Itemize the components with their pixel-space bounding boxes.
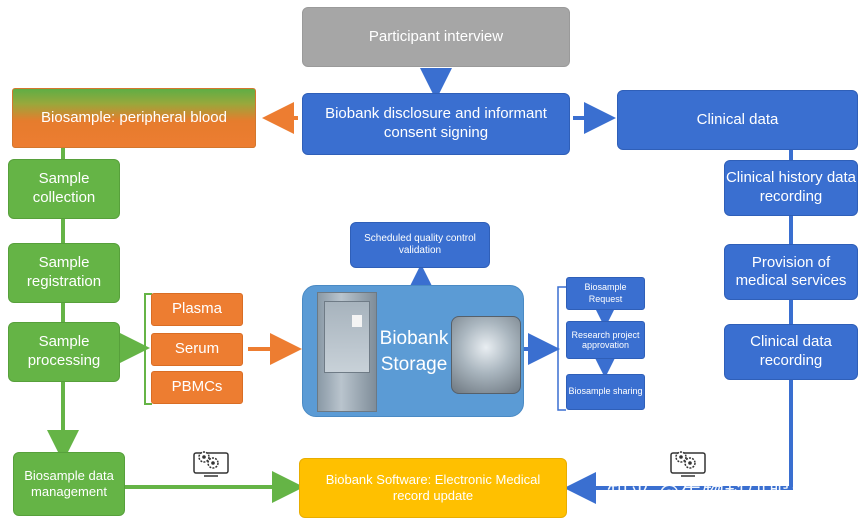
biosample-request-label: Biosample Request [584,282,627,304]
serum-node: Serum [151,333,243,366]
biobank-storage-label: Biobank Storage [379,328,449,375]
sample-registration-label: Sample registration [26,254,102,290]
participant-interview-node: Participant interview [302,7,570,67]
clinical-data-node: Clinical data [617,90,858,150]
biosample-request-node: Biosample Request [566,277,645,310]
line-clinical-to-software [585,380,793,490]
nitrogen-tank-image [451,316,521,394]
biosample-data-management-label: Biosample data management [24,467,114,499]
biobank-disclosure-node: Biobank disclosure and informant consent… [302,93,570,155]
watermark-text: 知乎 @生物科研服务 [607,481,813,505]
freezer-label-sticker [352,315,362,327]
provision-medical-services-node: Provision of medical services [724,244,858,300]
participant-interview-label: Participant interview [368,27,504,45]
serum-label: Serum [174,340,220,358]
scheduled-qc-node: Scheduled quality control validation [350,222,490,268]
plasma-node: Plasma [151,293,243,326]
biosample-sharing-node: Biosample sharing [566,374,645,410]
sharing-bracket [557,286,566,411]
sample-processing-label: Sample processing [27,333,101,369]
sample-registration-node: Sample registration [8,243,120,303]
biobank-software-label: Biobank Software: Electronic Medical rec… [325,471,541,503]
clinical-history-recording-label: Clinical history data recording [725,169,857,205]
sample-collection-node: Sample collection [8,159,120,219]
freezer-door [324,301,370,373]
pbmcs-node: PBMCs [151,371,243,404]
biosample-peripheral-blood-node: Biosample: peripheral blood [12,88,256,148]
plasma-label: Plasma [171,300,223,318]
gear-computer-icon [670,451,706,477]
research-project-approval-label: Research project approvation [571,329,640,350]
provision-medical-services-label: Provision of medical services [735,254,847,289]
biosample-peripheral-blood-label: Biosample: peripheral blood [41,108,227,126]
clinical-data-label: Clinical data [696,110,779,128]
biosample-data-management-node: Biosample data management [13,452,125,516]
products-bracket [144,293,152,405]
gear-computer-icon [193,451,229,477]
sample-processing-node: Sample processing [8,322,120,382]
biobank-software-node: Biobank Software: Electronic Medical rec… [299,458,567,518]
clinical-history-recording-node: Clinical history data recording [724,160,858,216]
clinical-data-recording-node: Clinical data recording [724,324,858,380]
scheduled-qc-label: Scheduled quality control validation [364,232,476,257]
freezer-image [317,292,377,412]
biosample-sharing-label: Biosample sharing [568,386,643,397]
sample-collection-label: Sample collection [32,170,96,206]
biobank-storage-node: Biobank Storage [302,285,524,417]
pbmcs-label: PBMCs [171,378,223,396]
research-project-approval-node: Research project approvation [566,321,645,359]
biobank-disclosure-label: Biobank disclosure and informant consent… [325,105,547,141]
clinical-data-recording-label: Clinical data recording [750,333,832,369]
